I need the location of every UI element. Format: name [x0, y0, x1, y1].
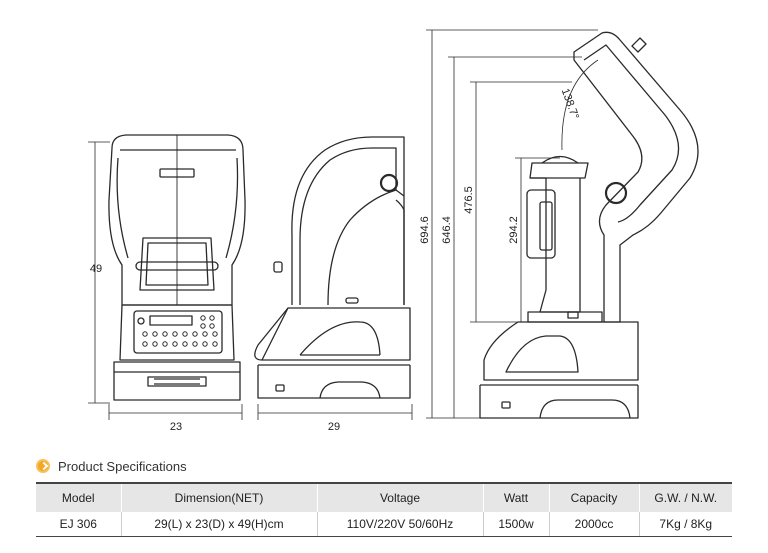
- cell-weight: 7Kg / 8Kg: [639, 512, 732, 537]
- dim-jar-height: 476.5: [463, 186, 475, 214]
- header-model: Model: [36, 482, 122, 512]
- header-dimension: Dimension(NET): [121, 482, 318, 512]
- cell-voltage: 110V/220V 50/60Hz: [317, 512, 484, 537]
- side-view: [254, 136, 413, 420]
- cell-capacity: 2000cc: [549, 512, 640, 537]
- dim-lid-angle: 138.7°: [559, 87, 581, 121]
- dim-base-height: 294.2: [508, 216, 520, 244]
- table-row: EJ 306 29(L) x 23(D) x 49(H)cm 110V/220V…: [36, 512, 732, 537]
- cell-dimension: 29(L) x 23(D) x 49(H)cm: [121, 512, 318, 537]
- dim-side-depth: 29: [328, 421, 340, 433]
- front-view: [88, 134, 246, 420]
- technical-drawing: 49 23 29 694.6 646.4 476.5 294.2 138.7°: [88, 29, 699, 433]
- check-circle-icon: [36, 459, 50, 473]
- dim-front-height: 49: [90, 263, 102, 275]
- header-voltage: Voltage: [317, 482, 484, 512]
- spec-table: Model Dimension(NET) Voltage Watt Capaci…: [36, 482, 732, 537]
- table-header-row: Model Dimension(NET) Voltage Watt Capaci…: [36, 482, 732, 512]
- header-weight: G.W. / N.W.: [639, 482, 732, 512]
- spec-section-header: Product Specifications: [36, 456, 187, 476]
- spec-title: Product Specifications: [58, 458, 187, 474]
- header-watt: Watt: [483, 482, 550, 512]
- header-capacity: Capacity: [549, 482, 640, 512]
- open-view: [426, 29, 699, 419]
- cell-watt: 1500w: [483, 512, 550, 537]
- cell-model: EJ 306: [36, 512, 122, 537]
- dim-open-total-height: 694.6: [419, 216, 431, 244]
- dim-open-height: 646.4: [441, 216, 453, 244]
- dim-front-width: 23: [170, 421, 182, 433]
